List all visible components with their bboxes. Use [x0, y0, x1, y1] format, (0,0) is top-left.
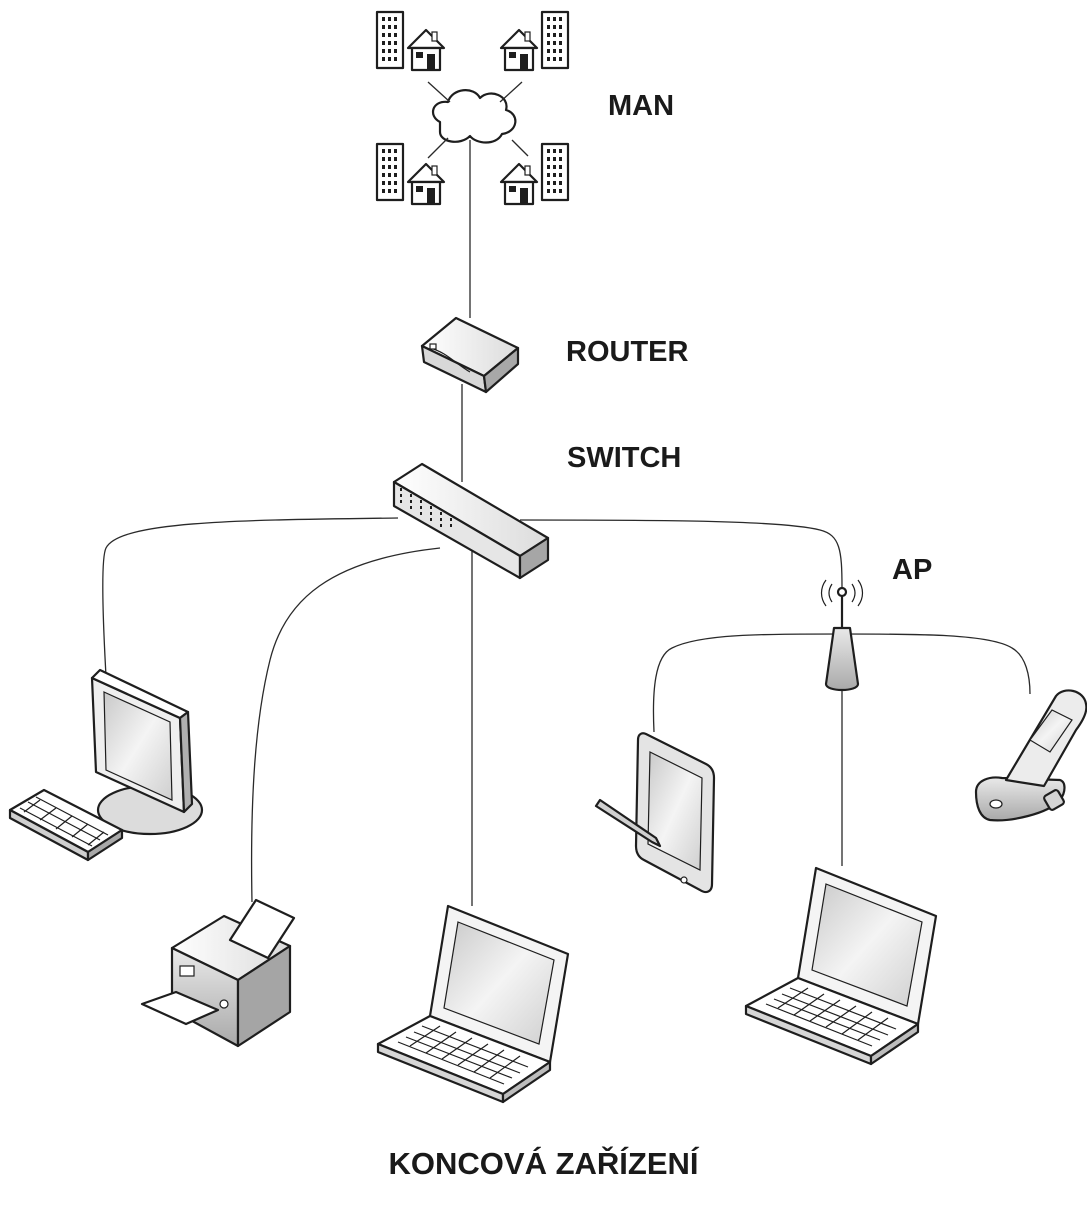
- switch-icon: [394, 464, 548, 578]
- building-icon: [542, 144, 568, 200]
- access-point-icon: [822, 580, 863, 690]
- building-icon: [542, 12, 568, 68]
- network-cables: [103, 140, 1030, 906]
- switch-label: SWITCH: [567, 442, 681, 475]
- printer-icon: [142, 900, 294, 1046]
- house-icon: [501, 164, 537, 204]
- mobile-phone-icon: [976, 690, 1086, 820]
- tablet-icon: [636, 733, 714, 892]
- house-icon: [408, 30, 444, 70]
- router-icon: [422, 318, 518, 392]
- house-icon: [501, 30, 537, 70]
- man-network: [377, 12, 568, 204]
- access-point-label: AP: [892, 554, 932, 587]
- house-icon: [408, 164, 444, 204]
- laptop-icon: [746, 868, 936, 1064]
- laptop-icon: [378, 906, 568, 1102]
- router-label: ROUTER: [566, 336, 688, 369]
- desktop-computer-icon: [92, 670, 202, 834]
- man-label: MAN: [608, 90, 674, 123]
- building-icon: [377, 12, 403, 68]
- building-icon: [377, 144, 403, 200]
- end-devices-caption: KONCOVÁ ZAŘÍZENÍ: [0, 1146, 1087, 1182]
